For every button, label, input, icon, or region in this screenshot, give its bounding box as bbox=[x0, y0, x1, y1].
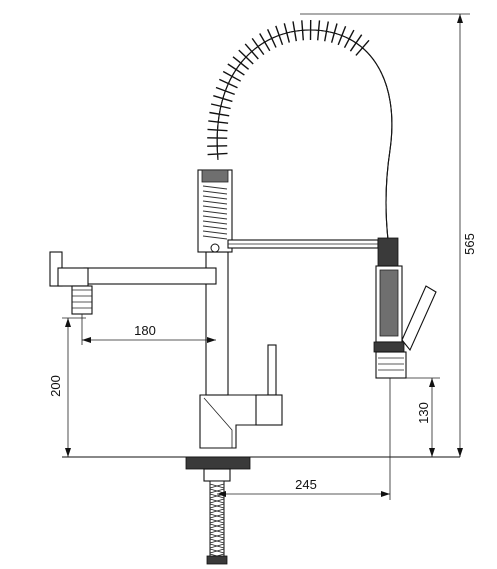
dimension-total-height: 565 bbox=[300, 13, 477, 457]
braid-strand bbox=[209, 528, 225, 534]
total-height-label: 565 bbox=[462, 233, 477, 255]
spray-reach-label: 245 bbox=[295, 477, 317, 492]
sleeve-coil-turn bbox=[202, 195, 228, 200]
braid-strand bbox=[209, 503, 225, 509]
dimension-spout-height: 200 bbox=[48, 317, 86, 457]
braid-strand bbox=[209, 518, 225, 524]
sleeve-coil-turn bbox=[202, 185, 228, 190]
spray-head bbox=[373, 237, 437, 379]
braid-strand bbox=[209, 513, 225, 519]
sleeve-coil-turn bbox=[202, 215, 228, 220]
braid-strand bbox=[209, 523, 225, 529]
spray-trigger-lever bbox=[401, 285, 437, 352]
sleeve-coil-turn bbox=[202, 200, 228, 205]
braid-strand bbox=[209, 483, 225, 489]
coil-spring bbox=[207, 19, 370, 156]
braid-strand bbox=[209, 538, 225, 544]
swivel-spout bbox=[49, 251, 217, 315]
dimension-spray-reach: 245 bbox=[217, 378, 391, 500]
spout-reach-label: 180 bbox=[134, 323, 156, 338]
braid-strand bbox=[209, 488, 225, 494]
braid-strand bbox=[209, 498, 225, 504]
braid-strand bbox=[209, 508, 225, 514]
spring-sleeve bbox=[197, 169, 233, 253]
spout-height-label: 200 bbox=[48, 375, 63, 397]
mixer-lever bbox=[255, 344, 283, 426]
sleeve-coil-turn bbox=[202, 230, 228, 235]
braid-strand bbox=[209, 543, 225, 549]
sleeve-coil-turn bbox=[202, 220, 228, 225]
sleeve-coil-turn bbox=[202, 225, 228, 230]
sleeve-coil-turn bbox=[202, 205, 228, 210]
sleeve-coil-turn bbox=[202, 210, 228, 215]
sleeve-coil-turn bbox=[202, 190, 228, 195]
spray-height-label: 130 bbox=[416, 402, 431, 424]
sleeve-coil-turn bbox=[202, 235, 228, 240]
dimension-spray-height: 130 bbox=[406, 377, 440, 457]
supply-hose bbox=[203, 468, 231, 565]
dimension-spout-reach: 180 bbox=[81, 314, 216, 345]
flexible-hose bbox=[216, 29, 393, 241]
braid-strand bbox=[209, 548, 225, 554]
braid-strand bbox=[209, 533, 225, 539]
holder-arm bbox=[227, 239, 379, 249]
countertop bbox=[62, 456, 460, 470]
faucet-body bbox=[199, 251, 283, 449]
